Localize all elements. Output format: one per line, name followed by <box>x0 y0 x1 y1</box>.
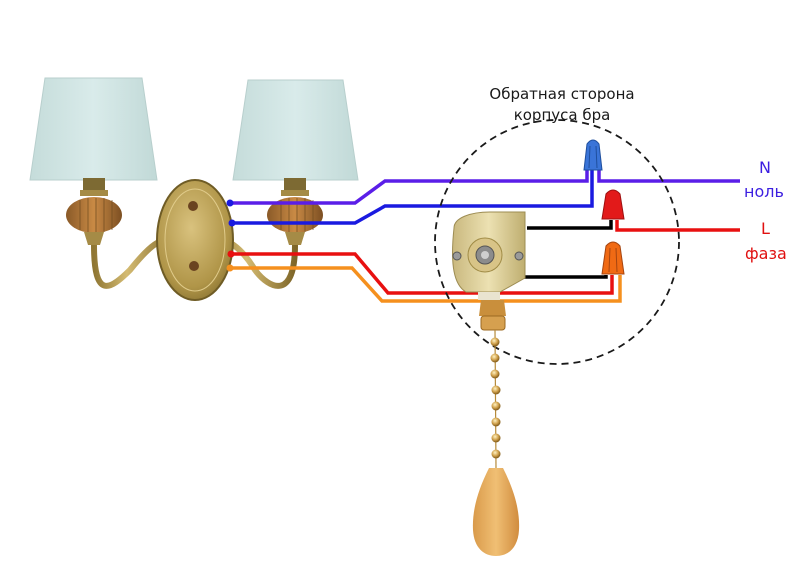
left-lamp <box>29 77 177 289</box>
mount-screw-bottom <box>189 261 199 271</box>
caption-line-1: Обратная сторона <box>489 85 635 103</box>
switch-wire-black-1 <box>527 220 613 230</box>
phase-letter: L <box>761 219 770 238</box>
phase-label: фаза <box>745 244 787 263</box>
wall-plate <box>156 179 234 301</box>
lamp-wire-red <box>231 252 614 295</box>
wires <box>230 170 740 303</box>
mount-screw-top <box>188 201 198 211</box>
neutral-letter: N <box>759 158 771 177</box>
left-decorative-knob <box>66 197 122 233</box>
lamp-wire-orange <box>230 266 622 303</box>
blue-wire-nut <box>583 139 603 171</box>
switch-wire-black-2 <box>524 275 608 279</box>
right-lamp <box>213 79 359 289</box>
orange-wire-nut <box>601 241 625 275</box>
phase-out-wire <box>615 220 740 232</box>
neutral-wire-2 <box>232 170 594 225</box>
caption-line-2: корпуса бра <box>513 106 611 124</box>
red-wire-nut <box>601 189 625 220</box>
pull-chain-switch <box>452 211 526 331</box>
neutral-out-wire <box>597 170 740 183</box>
left-lampshade <box>29 77 158 181</box>
bead-chain <box>490 329 501 469</box>
caption-back-side: Обратная сторона корпуса бра <box>462 84 662 126</box>
neutral-wire-1 <box>230 170 589 205</box>
wooden-pull-handle <box>472 468 520 556</box>
right-lampshade <box>232 79 359 181</box>
neutral-label: ноль <box>744 182 784 201</box>
back-side-highlight-circle <box>434 119 680 365</box>
